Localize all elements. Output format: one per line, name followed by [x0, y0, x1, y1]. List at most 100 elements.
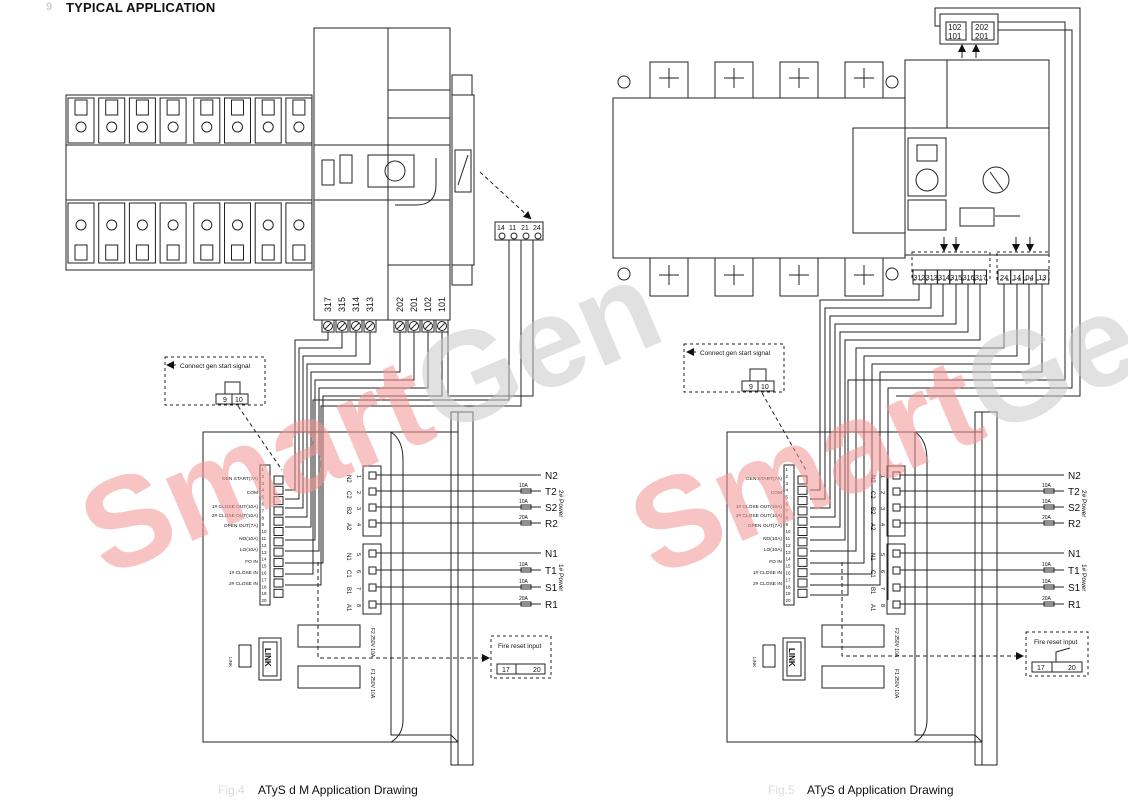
terminal-screw — [423, 321, 433, 331]
pole-slot — [105, 99, 119, 116]
fire-terminal-20: 20 — [533, 667, 541, 674]
switch-terminal-label-315: 315 — [337, 297, 347, 312]
src2-code-C2: C2 — [869, 491, 875, 499]
pole-top-7 — [254, 97, 282, 144]
pole-bottom-8 — [285, 202, 313, 264]
pole-bottom-3 — [128, 202, 156, 264]
bottom-pole-4 — [844, 257, 884, 297]
fuse1-label: F1 250V 10A — [369, 669, 375, 699]
src2-code-B2: B2 — [345, 507, 351, 515]
fire-terminal-20: 20 — [1068, 665, 1076, 672]
terminal-number-8: 8 — [786, 515, 789, 520]
switch-terminal-label-313: 313 — [365, 297, 375, 312]
controller-label-3: 2# CLOSE OUT(10A) — [212, 513, 259, 519]
link-port-label: LINK — [787, 648, 796, 667]
terminal-number-1: 1 — [262, 467, 265, 472]
terminal-number-19: 19 — [262, 591, 268, 596]
bezel-curve — [914, 431, 928, 743]
fuse-rating: 10A — [1042, 562, 1052, 568]
controller-label-9: 2# CLOSE IN — [229, 581, 259, 587]
src2-terminal — [892, 519, 901, 528]
control-wire-5 — [810, 284, 969, 528]
control-wire-3 — [285, 332, 357, 509]
pole-screw — [167, 219, 179, 231]
top-terminal-202: 202 — [975, 23, 989, 32]
terminal-number-7: 7 — [262, 508, 265, 513]
controller-label-0: GEN START(7A) — [222, 476, 258, 482]
src1-code-C1: C1 — [345, 570, 351, 578]
bezel-curve — [390, 431, 404, 743]
bottom-pole-2 — [714, 257, 754, 297]
src2-code-N2: N2 — [869, 475, 875, 483]
control-terminal — [273, 588, 284, 598]
fire-callout — [317, 562, 490, 662]
pole-slot — [231, 99, 244, 116]
terminal-number-15: 15 — [262, 564, 268, 569]
src2-code-C2: C2 — [345, 491, 351, 499]
terminal-label-24: 24 — [1000, 273, 1008, 282]
controller-label-2: 1# CLOSE OUT(10A) — [736, 504, 783, 510]
terminal-screw — [409, 321, 419, 331]
pole-slot — [166, 99, 180, 116]
fuse-rating: 10A — [1042, 579, 1052, 585]
pole-screw — [201, 121, 213, 133]
terminal-number-5: 5 — [786, 495, 789, 500]
top-terminal-box — [939, 13, 999, 45]
src1-terminal — [368, 566, 377, 575]
switch-terminal-202 — [393, 319, 407, 333]
pole-slot — [74, 99, 88, 116]
module-indicator — [907, 137, 947, 197]
terminal-number-12: 12 — [786, 543, 792, 548]
aux-wire-24 — [810, 284, 1005, 552]
fire-reset-box — [1025, 631, 1089, 677]
fuse-symbol — [520, 584, 532, 590]
terminal-label-04: 04 — [1025, 273, 1033, 282]
terminal-number-19: 19 — [786, 591, 792, 596]
control-terminal — [797, 547, 808, 557]
terminal-number-18: 18 — [786, 584, 792, 589]
pole-screw — [167, 121, 179, 133]
terminal-screw — [395, 321, 405, 331]
control-terminal — [797, 537, 808, 547]
selector-pointer — [989, 171, 1004, 191]
control-terminal — [797, 588, 808, 598]
terminal-number-20: 20 — [786, 598, 792, 603]
controller-front — [450, 411, 474, 766]
pole-screw — [106, 219, 118, 231]
link-pins — [238, 644, 252, 668]
link-pins — [762, 644, 776, 668]
power1-label-N1: N1 — [545, 549, 558, 560]
pole-bottom-2 — [98, 202, 126, 264]
src1-pin-6: 6 — [879, 570, 885, 573]
source1-block — [362, 543, 382, 615]
module-window — [916, 144, 938, 162]
src2-pin-3: 3 — [879, 507, 885, 510]
control-wire-2 — [285, 332, 343, 500]
src1-code-A1: A1 — [345, 604, 351, 612]
aux-terminal-label-11: 11 — [509, 225, 516, 232]
link-port-label: LINK — [263, 648, 272, 667]
terminal-label-313: 313 — [926, 275, 938, 282]
control-terminal — [273, 537, 284, 547]
top-terminal-left — [945, 21, 967, 41]
fire-reset-label: Fire reset input — [1034, 639, 1078, 646]
source1-block — [886, 543, 906, 615]
source2-block — [886, 465, 906, 537]
screw-slot — [352, 322, 360, 330]
top-terminal-102: 102 — [948, 23, 962, 32]
control-wire-1 — [285, 332, 329, 491]
terminal-label-13: 13 — [1038, 273, 1046, 282]
control-wire-5 — [285, 332, 401, 528]
control-terminal — [797, 578, 808, 588]
controller-label-2: 1# CLOSE OUT(10A) — [212, 504, 259, 510]
src2-pin-1: 1 — [879, 475, 885, 478]
terminal-number-2: 2 — [262, 474, 265, 479]
controller-label-5: NO(10A) — [763, 536, 782, 542]
power1-title: 1# Power — [1080, 564, 1087, 592]
terminal-group-b — [996, 251, 1050, 281]
fuse-symbol — [520, 520, 532, 526]
pole-slot — [292, 244, 306, 261]
top-terminal-201: 201 — [975, 32, 989, 41]
